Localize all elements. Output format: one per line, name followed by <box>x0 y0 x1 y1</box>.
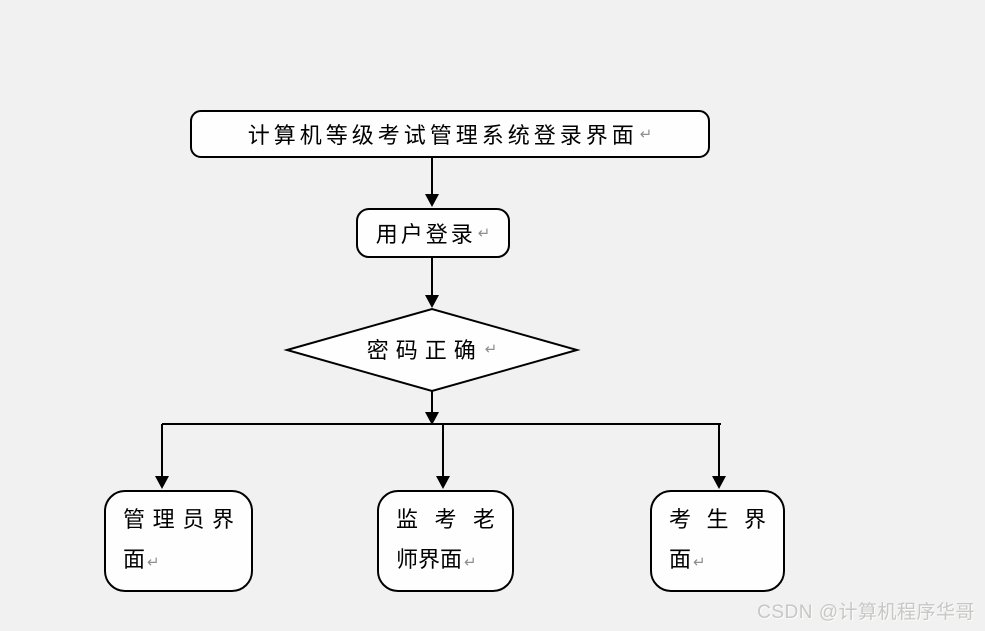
branch-rail <box>162 423 721 425</box>
student-interface-box: 考生界 面↵ <box>650 490 785 592</box>
admin-interface-label-line1: 管理员界 <box>123 508 234 533</box>
arrowhead-down-icon <box>425 295 439 308</box>
title-box: 计算机等级考试管理系统登录界面↵ <box>190 110 710 158</box>
admin-interface-label-line2: 面↵ <box>123 541 234 582</box>
decision-diamond <box>283 307 581 393</box>
teacher-interface-label-line2: 师界面↵ <box>396 541 495 582</box>
teacher-interface-label-line1: 监考老 <box>396 508 495 533</box>
connector-title-to-login <box>431 158 433 195</box>
arrowhead-down-icon <box>425 194 439 207</box>
admin-interface-label-line2-text: 面 <box>123 548 146 573</box>
arrowhead-down-icon <box>155 476 169 489</box>
login-box: 用户登录↵ <box>356 208 510 258</box>
connector-to-student <box>718 424 720 477</box>
decision-diamond-shape <box>283 307 581 393</box>
csdn-watermark: CSDN @计算机程序华哥 <box>757 602 975 623</box>
arrowhead-down-icon <box>712 476 726 489</box>
paragraph-mark-icon: ↵ <box>693 553 706 571</box>
admin-interface-box: 管理员界 面↵ <box>104 490 253 592</box>
login-box-label: 用户登录 <box>375 223 476 248</box>
arrowhead-down-icon <box>425 412 439 425</box>
paragraph-mark-icon: ↵ <box>464 553 477 571</box>
student-interface-label-line2: 面↵ <box>669 541 766 582</box>
connector-to-teacher <box>442 424 444 477</box>
connector-to-admin <box>161 424 163 477</box>
connector-decision-to-junction <box>431 390 433 413</box>
paragraph-mark-icon: ↵ <box>639 125 653 143</box>
connector-login-to-decision <box>431 258 433 296</box>
student-interface-label-line1: 考生界 <box>669 508 766 533</box>
arrowhead-down-icon <box>436 476 450 489</box>
decision-label-wrap: 密码正确↵ <box>286 308 578 390</box>
paragraph-mark-icon: ↵ <box>147 553 160 571</box>
teacher-interface-label-line2-text: 师界面 <box>396 548 463 573</box>
paragraph-mark-icon: ↵ <box>477 224 491 242</box>
paragraph-mark-icon: ↵ <box>484 340 498 358</box>
student-interface-label-line2-text: 面 <box>669 548 692 573</box>
decision-label: 密码正确 <box>366 339 483 364</box>
title-box-label: 计算机等级考试管理系统登录界面 <box>247 124 638 149</box>
teacher-interface-box: 监考老 师界面↵ <box>377 490 514 592</box>
